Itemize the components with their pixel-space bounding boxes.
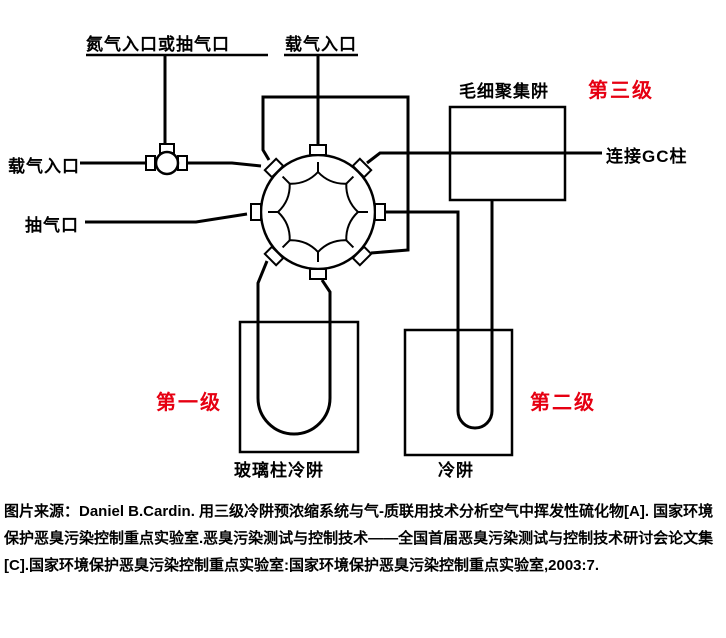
fitting-port-left <box>145 155 156 171</box>
stage3-label: 第三级 <box>588 80 654 102</box>
valve-port-upper-left <box>263 157 285 179</box>
valve-port-right <box>374 203 386 221</box>
capillary-trap-label: 毛细聚集阱 <box>459 82 549 101</box>
trap1-u-tube <box>256 260 332 436</box>
cold-trap-vessel <box>403 328 514 457</box>
stage1-label: 第一级 <box>156 392 222 414</box>
glass-column-trap-vessel <box>238 320 360 454</box>
cold-trap-label: 冷阱 <box>438 461 474 480</box>
valve-channel-ticks <box>268 162 368 262</box>
valve-port-lower-left <box>263 245 285 267</box>
gc-column-label: 连接GC柱 <box>606 147 688 166</box>
fitting-to-valve-tube <box>187 161 262 168</box>
preconcentrator-schematic <box>80 53 602 457</box>
three-way-valve <box>145 143 188 176</box>
gc-column-tube <box>366 151 602 165</box>
pump-outlet-tube <box>85 212 248 224</box>
glass-column-trap-label: 玻璃柱冷阱 <box>234 461 324 480</box>
stage2-label: 第二级 <box>530 392 596 414</box>
nitrogen-inlet-label: 氮气入口或抽气口 <box>86 35 230 54</box>
trap2-u-tube <box>386 200 494 430</box>
carrier-inlet-top-label: 载气入口 <box>285 35 357 54</box>
fitting-body <box>154 150 180 176</box>
bypass-bridge-tube <box>261 95 410 255</box>
valve-port-lower-right <box>351 245 373 267</box>
valve-port-top <box>309 144 327 156</box>
valve-port-left <box>250 203 262 221</box>
valve-port-bottom <box>309 268 327 280</box>
pump-outlet-label: 抽气口 <box>25 216 79 235</box>
valve-rotor-grooves <box>276 170 360 254</box>
fitting-port-right <box>177 155 188 171</box>
rotary-valve <box>250 144 386 280</box>
carrier-inlet-left-label: 载气入口 <box>8 157 80 176</box>
capillary-trap-box <box>448 105 567 202</box>
figure-caption: 图片来源：Daniel B.Cardin. 用三级冷阱预浓缩系统与气-质联用技术… <box>4 503 714 574</box>
valve-port-upper-right <box>351 157 373 179</box>
